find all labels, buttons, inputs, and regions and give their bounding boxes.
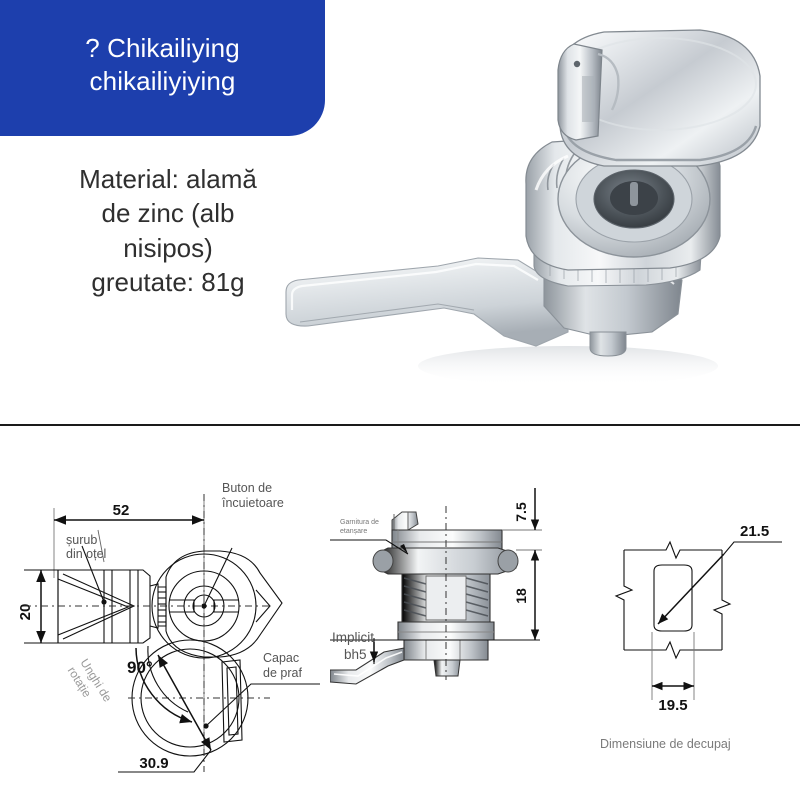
title-banner: ? Chikailiying chikailiyiying <box>0 0 325 136</box>
product-hero-section: ? Chikailiying chikailiyiying Material: … <box>0 0 761 386</box>
callout-steel-screw: șurub din oțel <box>66 533 106 561</box>
drawing-side-view: 7.5 18 Garnitura de etanșare Implicit bh… <box>330 488 542 685</box>
dimension-cutout-width-19-5: 19.5 <box>658 697 687 714</box>
dimension-diagonal-30-9: 30.9 <box>139 755 168 772</box>
product-photo <box>285 29 761 386</box>
callout-dust-cap: Capac de praf <box>263 651 303 680</box>
technical-drawings-section: 52 20 <box>0 426 800 800</box>
callout-default-bh5: Implicit bh5 <box>332 630 378 662</box>
dimension-angle-90: 90° <box>127 658 153 677</box>
callout-lock-button: Buton de încuietoare <box>221 481 284 510</box>
dimension-body-18: 18 <box>513 588 529 604</box>
dimension-top-7-5: 7.5 <box>513 502 529 522</box>
section-divider <box>0 424 800 426</box>
dimension-width-52: 52 <box>113 502 130 519</box>
callout-sealing-gasket: Garnitura de etanșare <box>340 519 381 535</box>
dimension-cutout-diagonal-21-5: 21.5 <box>740 523 769 540</box>
material-spec-text: Material: alamă de zinc (alb nisipos) gr… <box>79 164 257 297</box>
cutout-caption: Dimensiune de decupaj <box>600 737 731 751</box>
banner-title-text: ? Chikailiying chikailiyiying <box>85 32 240 96</box>
drawing-cutout-view: 19.5 21.5 Dimensiune de decupaj <box>600 523 782 751</box>
callout-rotation-angle: Unghi de rotație <box>65 656 117 715</box>
drawing-front-view: 52 20 <box>17 481 320 773</box>
dimension-height-20: 20 <box>17 604 34 621</box>
